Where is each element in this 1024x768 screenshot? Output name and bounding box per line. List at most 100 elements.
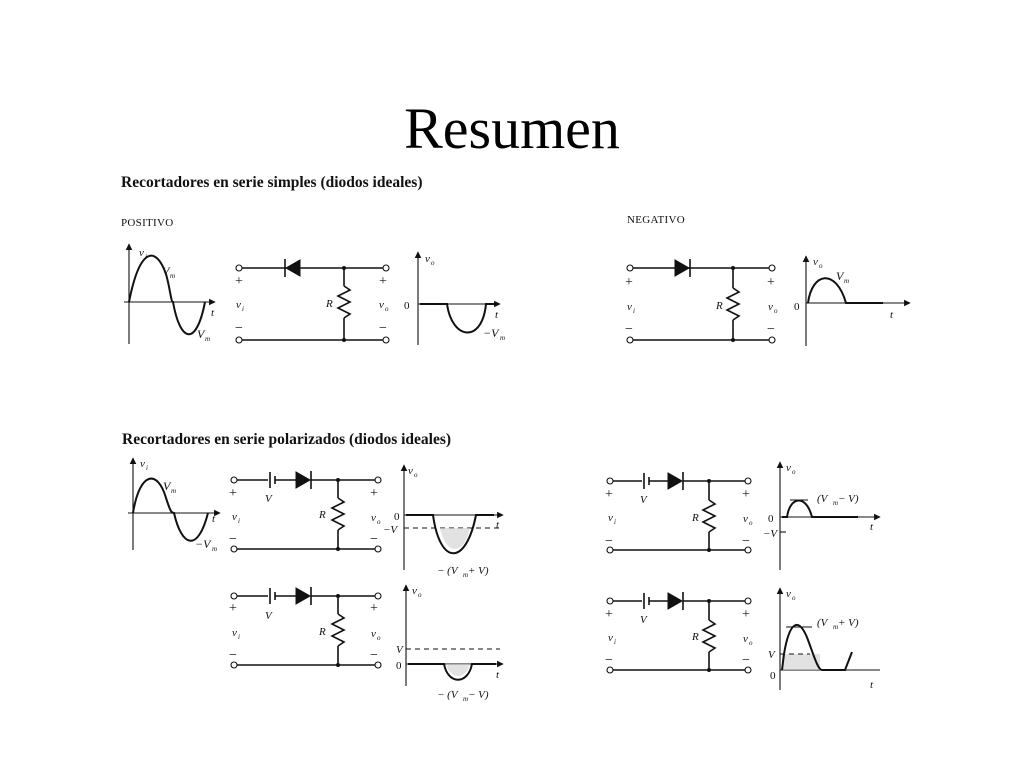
svg-text:0: 0 <box>794 301 800 313</box>
svg-text:0: 0 <box>394 511 400 523</box>
svg-text:−: − <box>370 648 378 663</box>
svg-text:v: v <box>608 512 613 524</box>
svg-text:m: m <box>844 277 849 285</box>
svg-text:o: o <box>792 468 796 476</box>
svg-text:v: v <box>236 299 241 311</box>
svg-text:m: m <box>171 487 176 495</box>
svg-text:m: m <box>500 334 505 342</box>
svg-text:t: t <box>496 519 500 531</box>
resistor-icon <box>330 497 346 531</box>
svg-text:R: R <box>715 300 723 312</box>
svg-text:−: − <box>767 322 775 337</box>
svg-text:o: o <box>377 634 381 642</box>
svg-text:o: o <box>385 305 389 313</box>
r-label: R <box>325 298 333 310</box>
svg-text:R: R <box>318 509 326 521</box>
svg-text:+: + <box>625 275 633 290</box>
label-positive: POSITIVO <box>121 217 174 229</box>
biased-circuit-2: + − v i V R + − v o <box>229 587 382 669</box>
diode-icon <box>667 472 684 490</box>
svg-text:+: + <box>605 487 613 502</box>
svg-text:m: m <box>463 571 468 579</box>
svg-text:i: i <box>238 633 240 641</box>
vi-label: v <box>139 247 144 259</box>
svg-text:V: V <box>640 614 648 626</box>
svg-text:v: v <box>379 299 384 311</box>
svg-text:o: o <box>774 307 778 315</box>
svg-text:v: v <box>608 632 613 644</box>
svg-text:+: + <box>379 274 387 289</box>
svg-text:−: − <box>625 322 633 337</box>
svg-text:v: v <box>425 253 430 265</box>
svg-text:(V: (V <box>817 493 829 505</box>
svg-text:+: + <box>370 601 378 616</box>
positive-clipper-circuit: + − v i R + − v o <box>235 259 390 344</box>
svg-text:V: V <box>640 494 648 506</box>
svg-text:i: i <box>242 305 244 313</box>
svg-text:R: R <box>318 626 326 638</box>
svg-text:V: V <box>265 610 273 622</box>
svg-text:t: t <box>212 513 216 525</box>
svg-text:−: − <box>605 653 613 668</box>
svg-text:m: m <box>833 623 838 631</box>
negative-clipper-circuit: + − v i R + − v o <box>625 259 778 344</box>
svg-text:R: R <box>691 512 699 524</box>
section-heading-biased: Recortadores en serie polarizados (diodo… <box>122 431 452 448</box>
svg-text:− V): − V) <box>838 493 859 505</box>
label-negative: NEGATIVO <box>627 214 686 226</box>
svg-text:− (V: − (V <box>437 565 459 577</box>
biased-output-waveform-2: v o V 0 t − (V m − V) <box>396 584 504 703</box>
svg-text:V: V <box>768 649 776 661</box>
svg-text:v: v <box>232 511 237 523</box>
svg-text:−: − <box>379 321 387 336</box>
svg-text:v: v <box>786 462 791 474</box>
neg-vm-label: −V <box>483 326 500 340</box>
svg-text:i: i <box>238 517 240 525</box>
diode-icon <box>295 587 312 605</box>
svg-text:−: − <box>742 534 750 549</box>
svg-text:v: v <box>768 301 773 313</box>
svg-text:R: R <box>691 631 699 643</box>
diode-icon <box>674 259 691 277</box>
svg-text:m: m <box>463 695 468 703</box>
vm-neg-label: V <box>197 327 206 341</box>
positive-input-waveform: v i V m t V m <box>124 243 216 344</box>
svg-text:i: i <box>633 307 635 315</box>
svg-text:o: o <box>819 262 823 270</box>
svg-text:V: V <box>396 644 404 656</box>
biased-output-waveform-1: v o 0 −V t − (V m + V) <box>383 464 504 579</box>
vi-sub: i <box>145 253 147 261</box>
svg-text:−: − <box>742 653 750 668</box>
svg-text:−: − <box>229 532 237 547</box>
slide-title: Resumen <box>404 96 620 161</box>
svg-text:i: i <box>614 518 616 526</box>
resistor-icon <box>701 619 717 653</box>
svg-text:+: + <box>229 486 237 501</box>
svg-text:−V: −V <box>763 528 778 540</box>
svg-text:o: o <box>418 591 422 599</box>
biased-circuit-4: + − v i V R + − v o <box>605 592 753 674</box>
svg-text:o: o <box>749 519 753 527</box>
svg-text:o: o <box>792 594 796 602</box>
svg-text:0: 0 <box>770 670 776 682</box>
svg-text:V: V <box>836 269 845 283</box>
negative-output-waveform: v o V m 0 t <box>794 255 911 346</box>
vm-sub: m <box>170 272 175 280</box>
svg-text:− (V: − (V <box>437 689 459 701</box>
svg-text:+ V): + V) <box>468 565 489 577</box>
svg-text:v: v <box>371 628 376 640</box>
svg-text:v: v <box>627 301 632 313</box>
svg-text:v: v <box>813 256 818 268</box>
t-label: t <box>211 307 215 319</box>
svg-text:o: o <box>377 518 381 526</box>
vm-neg-sub: m <box>205 335 210 343</box>
svg-text:+: + <box>742 607 750 622</box>
svg-text:−V: −V <box>195 537 212 551</box>
resistor-icon <box>330 613 346 647</box>
svg-text:t: t <box>496 669 500 681</box>
svg-text:V: V <box>163 479 172 493</box>
v-label: V <box>265 493 273 505</box>
biased-circuit-3: + − v i V R + − v o <box>605 472 753 554</box>
biased-output-waveform-3: v o 0 −V t (V m − V) <box>763 461 881 570</box>
